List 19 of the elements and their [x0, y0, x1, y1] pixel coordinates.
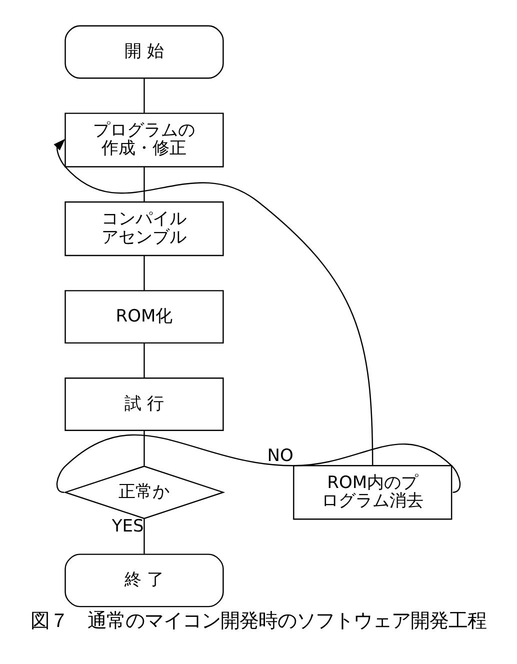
node-box: ROM内のプログラム消去 [293, 465, 452, 520]
connector [144, 256, 145, 291]
node-box: コンパイルアセンブル [64, 201, 224, 256]
node-box: プログラムの作成・修正 [64, 112, 224, 168]
arrow [54, 138, 374, 466]
connector [144, 430, 145, 466]
edge-label: NO [267, 446, 294, 466]
node-diamond: 正常か [63, 466, 226, 520]
edge-label: YES [112, 516, 144, 537]
connector [144, 343, 145, 378]
node-box: 試 行 [64, 378, 224, 431]
connector [144, 518, 145, 554]
caption: 図７ 通常のマイコン開発時のソフトウェア開発工程 [30, 608, 486, 632]
connector [56, 434, 460, 493]
node-box: ROM化 [64, 290, 224, 344]
connector [144, 78, 145, 113]
node-box: 開 始 [64, 25, 224, 79]
connector [144, 167, 145, 202]
node-box: 終 了 [64, 554, 224, 608]
